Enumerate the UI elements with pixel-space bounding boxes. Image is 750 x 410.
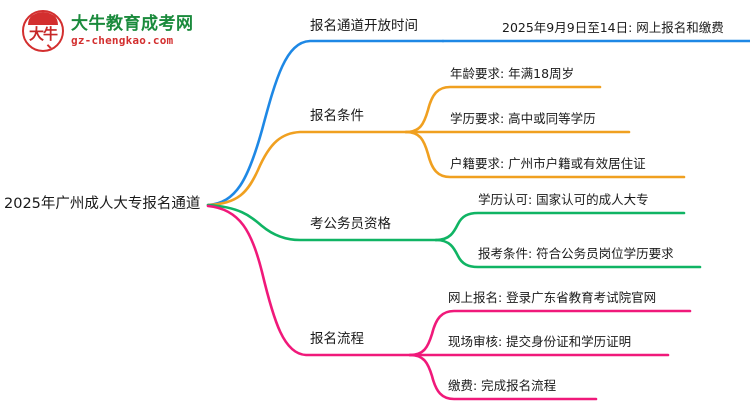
fork-orange-0 [404, 85, 602, 134]
trunk-orange [206, 130, 408, 207]
fork-pink-0 [408, 309, 692, 357]
leaf-node-2-0[interactable]: 学历认可: 国家认可的成人大专 [478, 192, 649, 207]
leaf-node-1-1[interactable]: 学历要求: 高中或同等学历 [450, 111, 596, 126]
trunk-blue [206, 39, 445, 207]
logo-title: 大牛教育成考网 [71, 13, 194, 34]
trunk-pink [206, 204, 412, 357]
logo-badge-cap [28, 12, 58, 25]
leaf-node-1-2[interactable]: 户籍要求: 广州市户籍或有效居住证 [450, 156, 646, 171]
fork-pink-2 [408, 353, 598, 401]
leaf-node-2-1[interactable]: 报考条件: 符合公务员岗位学历要求 [478, 246, 674, 261]
leaf-node-1-0[interactable]: 年龄要求: 年满18周岁 [450, 66, 575, 81]
leaf-node-3-0[interactable]: 网上报名: 登录广东省教育考试院官网 [448, 290, 657, 305]
branch-node-2[interactable]: 考公务员资格 [310, 216, 391, 232]
leaf-node-3-2[interactable]: 缴费: 完成报名流程 [448, 378, 557, 393]
logo-badge-icon: 大牛 [22, 10, 64, 52]
fork-orange-2 [404, 130, 686, 179]
branch-node-3[interactable]: 报名流程 [310, 331, 364, 347]
branch-node-1[interactable]: 报名条件 [310, 108, 364, 124]
root-node[interactable]: 2025年广州成人大专报名通道 [4, 196, 201, 212]
logo-badge-mark: 大牛 [28, 24, 58, 43]
fork-green-0 [434, 211, 686, 242]
branch-node-0[interactable]: 报名通道开放时间 [310, 18, 418, 34]
leaf-node-3-1[interactable]: 现场审核: 提交身份证和学历证明 [448, 334, 632, 349]
fork-green-1 [434, 238, 702, 269]
leaf-node-0-0[interactable]: 2025年9月9日至14日: 网上报名和缴费 [502, 20, 724, 35]
logo-subtitle: gz-chengkao.com [71, 34, 174, 48]
site-logo: 大牛 大牛教育成考网 gz-chengkao.com [22, 10, 194, 52]
logo-text: 大牛教育成考网 gz-chengkao.com [71, 13, 194, 48]
trunk-green [206, 203, 438, 242]
